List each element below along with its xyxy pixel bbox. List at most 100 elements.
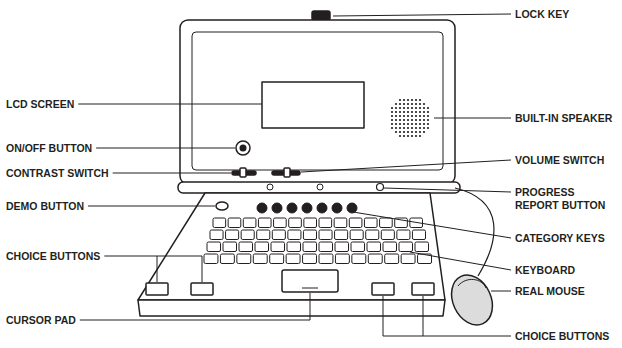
speaker-hole: [395, 103, 397, 105]
speaker-hole: [419, 119, 421, 121]
speaker-hole: [399, 135, 401, 137]
choice-button: [412, 283, 434, 295]
on-off-button: [236, 141, 250, 155]
keyboard-key: [399, 242, 413, 252]
keyboard-key: [352, 254, 366, 264]
speaker-hole: [415, 99, 417, 101]
lock-key: [312, 11, 330, 20]
keyboard-key: [253, 254, 267, 264]
keyboard-key: [289, 218, 302, 228]
keyboard-key: [239, 242, 253, 252]
part-label: LCD SCREEN: [6, 98, 74, 111]
keyboard-key: [303, 230, 316, 240]
speaker-hole: [407, 99, 409, 101]
keyboard-key: [226, 230, 239, 240]
category-keys: [257, 203, 357, 213]
speaker-hole: [415, 111, 417, 113]
speaker-hole: [423, 107, 425, 109]
category-key: [287, 203, 297, 213]
keyboard-key: [255, 242, 269, 252]
cursor-pad-button: [302, 288, 318, 289]
speaker-hole: [415, 127, 417, 129]
keyboard-key: [380, 218, 393, 228]
keyboard-key: [237, 254, 251, 264]
leader-line: [491, 291, 511, 292]
keyboard-key: [204, 254, 218, 264]
speaker-hole: [427, 115, 429, 117]
speaker-hole: [403, 119, 405, 121]
speaker-hole: [415, 119, 417, 121]
screen-panel: [192, 32, 443, 170]
keyboard-key: [335, 254, 349, 264]
speaker-hole: [415, 115, 417, 117]
speaker-hole: [399, 99, 401, 101]
speaker-hole: [403, 103, 405, 105]
keyboard-key: [270, 254, 284, 264]
speaker-hole: [411, 107, 413, 109]
speaker-hole: [395, 119, 397, 121]
keyboard-key: [272, 230, 285, 240]
leader-line: [301, 160, 511, 172]
progress-report-button: [377, 184, 384, 191]
speaker-hole: [415, 123, 417, 125]
category-key: [347, 203, 357, 213]
part-label: BUILT-IN SPEAKER: [515, 112, 612, 125]
speaker-hole: [423, 111, 425, 113]
real-mouse: [444, 268, 500, 331]
leader-line: [80, 293, 310, 320]
speaker-hole: [395, 127, 397, 129]
laptop-lid: [180, 20, 455, 184]
speaker-hole: [391, 119, 393, 121]
speaker-hole: [391, 127, 393, 129]
speaker-hole: [399, 119, 401, 121]
speaker-hole: [411, 111, 413, 113]
speaker-hole: [407, 107, 409, 109]
leader-line: [78, 104, 262, 105]
speaker-hole: [403, 115, 405, 117]
keyboard-key: [385, 254, 399, 264]
part-label: CONTRAST SWITCH: [6, 167, 109, 180]
leader-line: [434, 118, 511, 119]
speaker-hole: [407, 103, 409, 105]
speaker-hole: [427, 119, 429, 121]
leader-line: [333, 14, 511, 16]
laptop-base: [138, 193, 445, 300]
speaker-hole: [411, 123, 413, 125]
speaker-hole: [403, 111, 405, 113]
speaker-hole: [407, 127, 409, 129]
demo-button: [216, 202, 228, 210]
keyboard-key: [381, 230, 394, 240]
leader-line: [104, 256, 202, 282]
speaker-hole: [419, 131, 421, 133]
keyboard-key: [228, 218, 241, 228]
speaker-hole: [411, 127, 413, 129]
speaker-hole: [399, 131, 401, 133]
speaker-hole: [411, 99, 413, 101]
keyboard-key: [241, 230, 254, 240]
keyboard-key: [335, 242, 349, 252]
speaker-hole: [407, 135, 409, 137]
speaker-hole: [419, 111, 421, 113]
speaker-hole: [399, 123, 401, 125]
keyboard-key: [257, 230, 270, 240]
keyboard-key: [349, 218, 362, 228]
choice-button: [146, 283, 168, 295]
leader-line: [384, 188, 511, 192]
hinge-light: [267, 184, 273, 190]
leader-line: [410, 252, 511, 270]
keyboard-key: [319, 230, 332, 240]
keyboard-key: [210, 230, 223, 240]
leader-line: [353, 212, 511, 238]
volume-knob: [284, 168, 290, 177]
leader-line: [383, 296, 511, 336]
keyboard-key: [223, 242, 237, 252]
part-label: KEYBOARD: [515, 264, 575, 277]
leader-line: [96, 148, 235, 149]
speaker-hole: [411, 103, 413, 105]
speaker-hole: [391, 111, 393, 113]
speaker-hole: [419, 127, 421, 129]
leader-line: [157, 256, 158, 282]
part-label: DEMO BUTTON: [6, 200, 84, 213]
base-front: [138, 300, 445, 316]
keyboard-key: [383, 242, 397, 252]
